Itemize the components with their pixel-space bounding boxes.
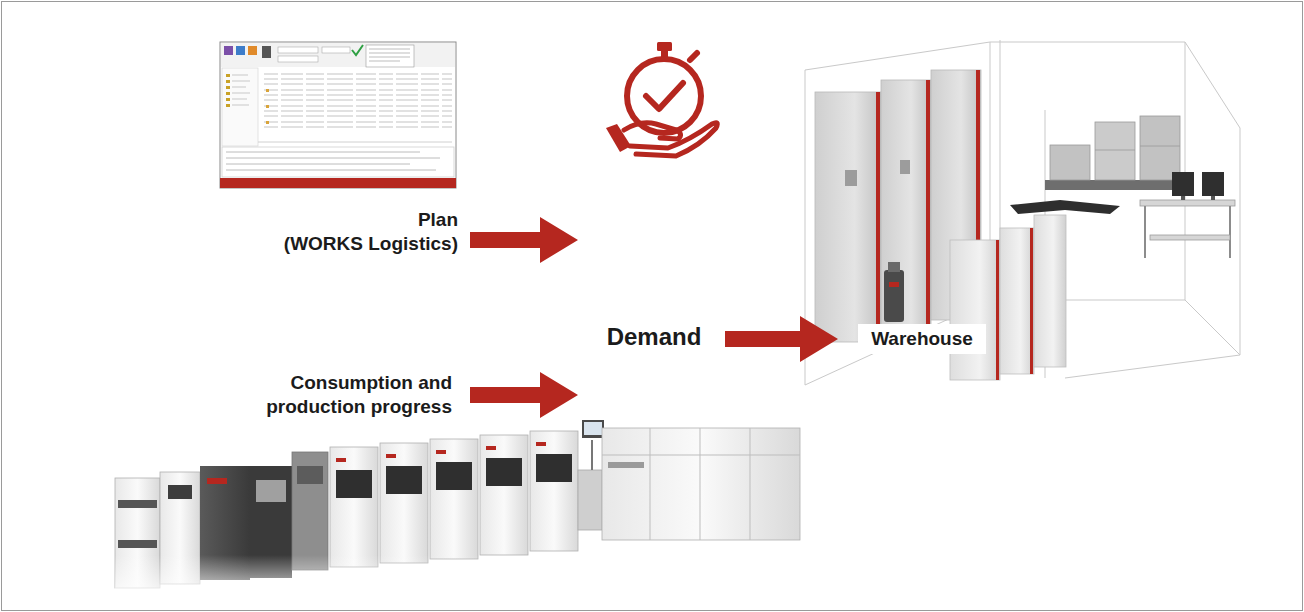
flow-arrow [470, 372, 578, 418]
software-screenshot [220, 42, 456, 188]
warehouse-illustration [805, 40, 1240, 385]
demand-icon [606, 42, 717, 156]
demand-node: Demand [588, 30, 720, 415]
consumption-label: Consumption and production progress [240, 371, 452, 419]
warehouse-label: Warehouse [858, 324, 986, 354]
flow-arrow [470, 217, 578, 263]
node-text: Warehouse [858, 324, 986, 354]
production-line [115, 420, 805, 605]
node-text: Demand [588, 322, 720, 352]
flow-arrow [725, 316, 838, 362]
plan-label: Plan (WORKS Logistics) [270, 208, 458, 256]
node-text: Consumption and production progress [240, 371, 452, 419]
node-text: Plan (WORKS Logistics) [270, 208, 458, 256]
